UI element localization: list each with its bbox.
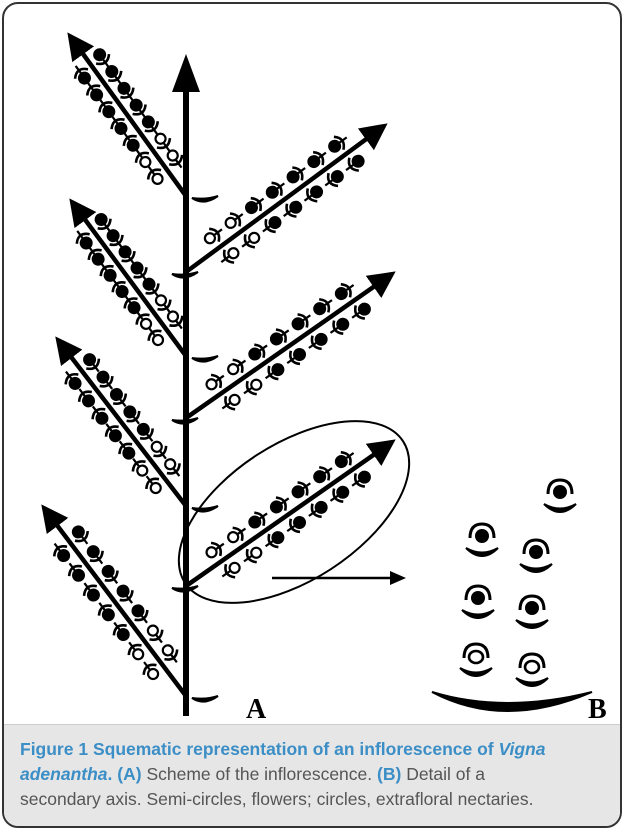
flower-bud-open	[228, 561, 242, 575]
secondary-axis-line	[44, 508, 186, 696]
panel-a-label: A	[246, 694, 267, 724]
secondary-axis-left-4	[44, 508, 218, 702]
secondary-axis-line	[186, 442, 392, 586]
figure-caption: Figure 1 Squematic representation of an …	[20, 737, 610, 812]
caption-b-label: (B)	[377, 764, 401, 784]
detail-pointer-arrow	[272, 571, 406, 585]
detail-nectary	[471, 591, 485, 605]
panel-b-label: B	[588, 694, 607, 724]
detail-open-bud	[525, 661, 539, 673]
detail-semicircle	[516, 678, 548, 686]
bract	[192, 356, 218, 362]
main-axis-arrowhead	[172, 54, 200, 92]
caption-title-period: .	[108, 764, 113, 784]
detail-nectary	[529, 545, 543, 559]
secondary-axis-line	[58, 340, 186, 506]
detail-flower	[544, 480, 576, 512]
secondary-axis-line	[186, 274, 392, 418]
secondary-axis-line	[72, 202, 186, 356]
secondary-axis-detail	[432, 480, 592, 711]
detail-semicircle	[466, 548, 498, 556]
detail-semicircle	[460, 668, 492, 676]
caption-species-epithet: adenantha	[20, 764, 108, 784]
detail-flower	[462, 586, 494, 618]
secondary-axis-right-3	[172, 442, 392, 592]
detail-semicircle	[520, 564, 552, 572]
detail-nectary	[525, 601, 539, 615]
bract	[192, 196, 218, 202]
detail-open-flower	[460, 644, 492, 676]
secondary-axis-line	[70, 36, 186, 196]
inflorescence-diagram: A B	[4, 4, 620, 724]
figure-diagram-area: A B	[4, 4, 620, 724]
caption-title-prefix: Squematic representation of an infloresc…	[93, 739, 499, 759]
detail-open-bud	[469, 651, 483, 663]
flower-bud-open	[228, 393, 242, 407]
detail-flower	[520, 540, 552, 572]
caption-b-text-line1: Detail of a	[406, 764, 485, 784]
flower-bud-open	[249, 546, 263, 560]
bract	[192, 506, 218, 512]
detail-bract	[432, 692, 592, 711]
caption-area: Figure 1 Squematic representation of an …	[4, 724, 620, 827]
caption-figure-label: Figure 1	[20, 739, 88, 759]
detail-semicircle	[462, 610, 494, 618]
flower-bud-open	[205, 545, 219, 559]
bract	[192, 696, 218, 702]
caption-species-genus: Vigna	[498, 739, 545, 759]
flower-bud-open	[226, 530, 240, 544]
detail-flower	[466, 524, 498, 556]
detail-semicircle	[516, 620, 548, 628]
secondary-axis-left-3	[58, 340, 218, 512]
secondary-axis-left-1	[69, 36, 218, 202]
secondary-axis-left-2	[71, 202, 218, 362]
flower-bud-open	[249, 378, 263, 392]
caption-b-text-line2: secondary axis. Semi-circles, flowers; c…	[20, 789, 534, 809]
flower-bud-open	[205, 377, 219, 391]
detail-nectary	[475, 529, 489, 543]
secondary-axis-right-2	[172, 274, 392, 424]
caption-a-label: (A)	[117, 764, 141, 784]
detail-semicircle	[544, 504, 576, 512]
secondary-axis-line	[186, 126, 384, 272]
flower-bud-open	[226, 362, 240, 376]
detail-nectary	[553, 485, 567, 499]
caption-a-text: Scheme of the inflorescence.	[146, 764, 372, 784]
detail-open-flower	[516, 654, 548, 686]
detail-flower	[516, 596, 548, 628]
